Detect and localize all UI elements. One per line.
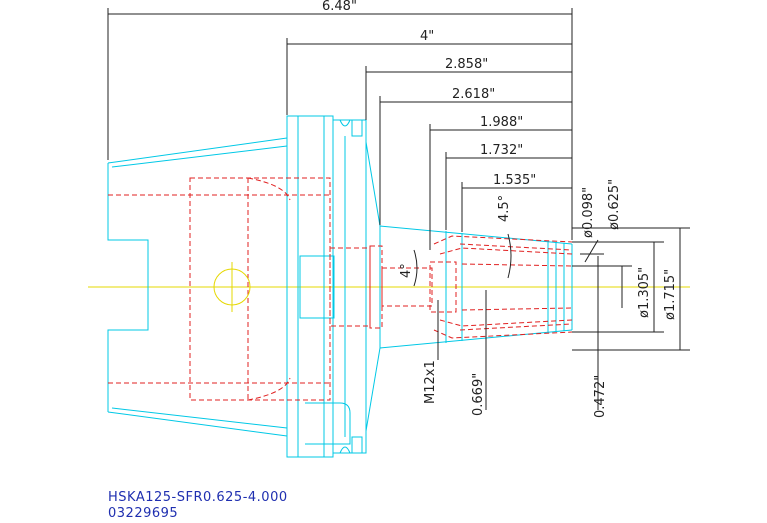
dimension-labels: 6.48" 4" 2.858" 2.618" 1.988" 1.732" 1.5… — [322, 0, 678, 418]
nose-bottom — [379, 329, 573, 349]
neck-top — [365, 141, 381, 227]
drawbar-bore — [299, 255, 335, 319]
collet-bottom — [433, 329, 573, 339]
hidden-features — [108, 177, 573, 401]
label-d1988: 1.988" — [480, 115, 523, 130]
label-d1732: 1.732" — [480, 143, 523, 158]
label-thread: M12x1 — [423, 360, 438, 404]
collet-slot-2 — [459, 323, 573, 331]
hsk-shank — [107, 163, 149, 412]
label-angle-4: 4° — [399, 263, 414, 278]
collet-top — [433, 235, 573, 245]
angle-45-arc — [507, 233, 512, 279]
label-angle-45: 4.5° — [497, 195, 512, 222]
coolant-tube — [329, 247, 371, 327]
label-overall-length: 6.48" — [322, 0, 357, 14]
collet-inner-bottom — [439, 319, 573, 327]
label-dia-1305: ø1.305" — [637, 267, 652, 318]
part-code: 03229695 — [108, 506, 179, 521]
collet-inner-top — [439, 247, 573, 255]
screw-body — [381, 267, 433, 307]
angle-4-arc — [413, 249, 418, 287]
leader-0098 — [584, 239, 599, 263]
neck-bottom — [365, 347, 381, 432]
cavity-nose — [247, 177, 291, 401]
collet-bore-top — [461, 263, 573, 267]
holder-outline — [107, 115, 573, 458]
thread-box — [429, 261, 457, 313]
hsk-inner-top — [111, 145, 288, 168]
hsk-inner-bottom — [111, 407, 288, 429]
collet-slot-1 — [459, 243, 573, 251]
part-number: HSKA125-SFR0.625-4.000 — [108, 490, 288, 505]
label-dia-0098: ø0.098" — [581, 187, 596, 238]
hsk-top-edge — [107, 137, 288, 164]
nose-top — [379, 225, 573, 245]
label-d0472: 0.472" — [593, 375, 608, 418]
label-dia-1715: ø1.715" — [663, 269, 678, 320]
collet-bore-bottom — [461, 307, 573, 311]
label-d0669: 0.669" — [471, 373, 486, 416]
label-d1535: 1.535" — [493, 173, 536, 188]
dimension-lines — [107, 8, 690, 410]
label-d2858: 2.858" — [445, 57, 488, 72]
groove-bottom — [339, 436, 363, 454]
label-d2618: 2.618" — [452, 87, 495, 102]
label-d4: 4" — [420, 29, 434, 44]
groove-top — [339, 119, 363, 137]
lower-slot — [305, 402, 351, 445]
hsk-bottom-edge — [107, 411, 288, 437]
inner-cavity — [189, 177, 331, 401]
label-dia-0625: ø0.625" — [607, 179, 622, 230]
